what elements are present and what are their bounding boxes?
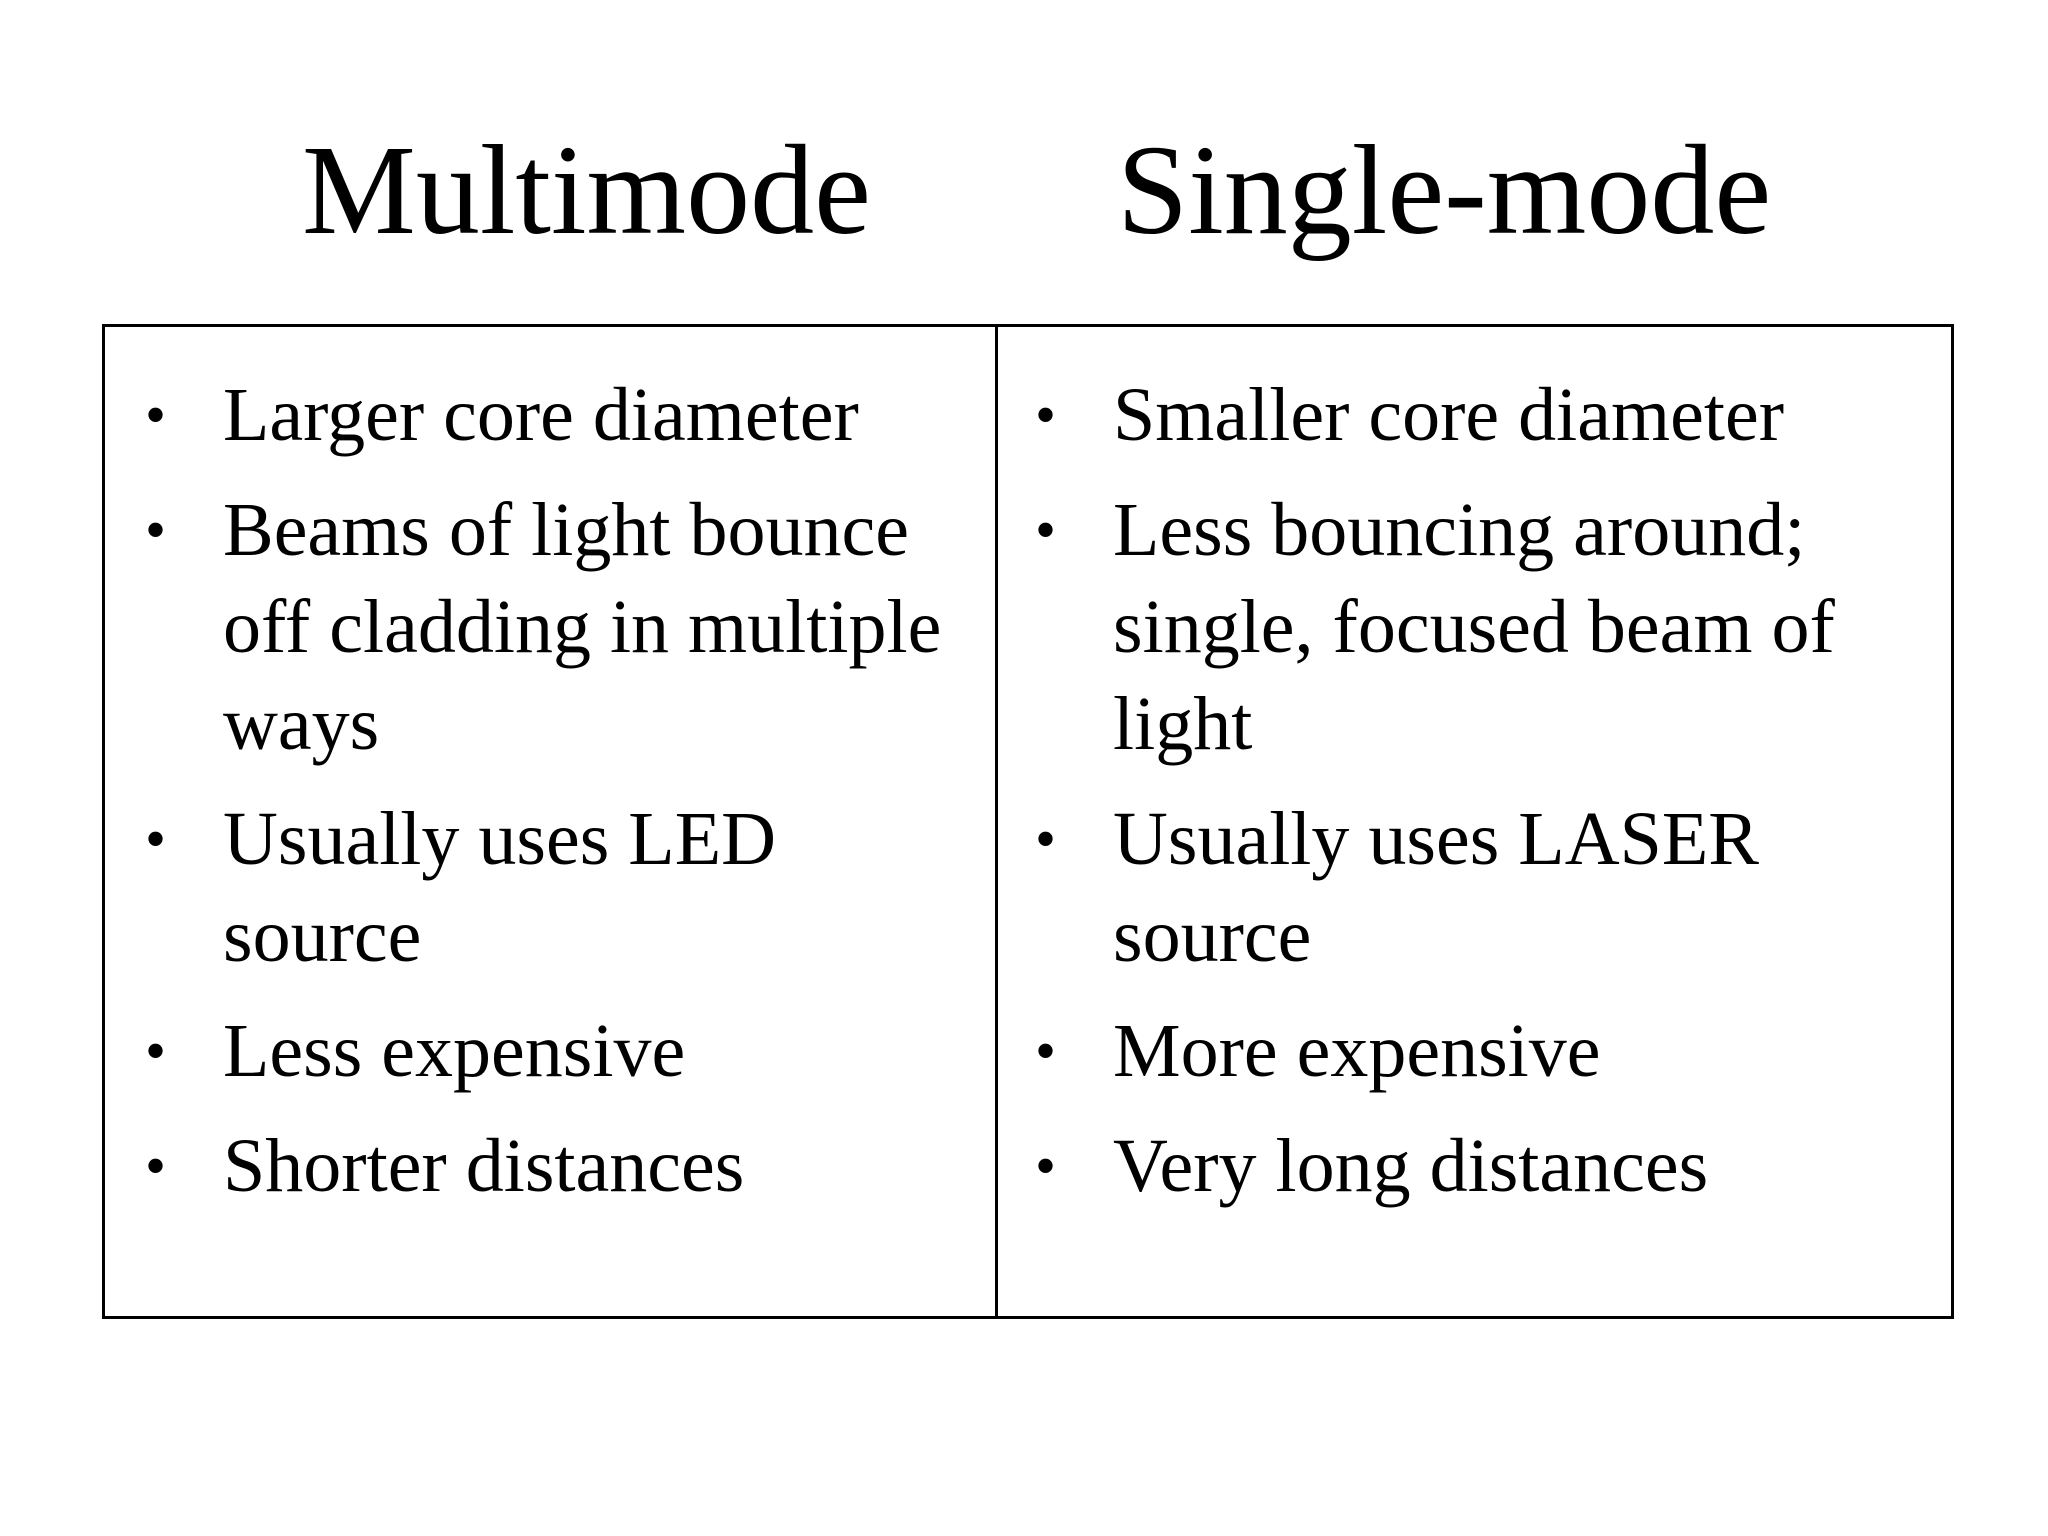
bullet-icon: •	[145, 497, 167, 563]
list-item-text: Smaller core diameter	[1113, 373, 1785, 457]
list-item: • Larger core diameter	[145, 367, 990, 464]
bullet-icon: •	[1035, 382, 1057, 448]
bullet-icon: •	[145, 806, 167, 872]
multimode-column: • Larger core diameter • Beams of light …	[145, 367, 990, 1233]
single-mode-heading: Single-mode	[1117, 119, 1772, 261]
list-item: • Very long distances	[1035, 1118, 1935, 1215]
bullet-icon: •	[1035, 806, 1057, 872]
comparison-table: • Larger core diameter • Beams of light …	[102, 324, 1954, 1319]
list-item-text: Less bouncing around; single, focused be…	[1113, 488, 1835, 766]
list-item: • Less expensive	[145, 1003, 990, 1100]
list-item-text: Usually uses LED source	[223, 797, 777, 978]
list-item-text: Larger core diameter	[223, 373, 859, 457]
list-item: • Smaller core diameter	[1035, 367, 1935, 464]
list-item-text: Very long distances	[1113, 1124, 1709, 1208]
bullet-icon: •	[1035, 497, 1057, 563]
bullet-icon: •	[1035, 1133, 1057, 1199]
multimode-list: • Larger core diameter • Beams of light …	[145, 367, 990, 1215]
bullet-icon: •	[145, 1018, 167, 1084]
single-mode-column: • Smaller core diameter • Less bouncing …	[1035, 367, 1935, 1233]
list-item-text: Usually uses LASER source	[1113, 797, 1759, 978]
bullet-icon: •	[145, 382, 167, 448]
list-item-text: Beams of light bounce off cladding in mu…	[223, 488, 942, 766]
list-item: • Shorter distances	[145, 1118, 990, 1215]
multimode-heading: Multimode	[302, 119, 871, 261]
column-divider	[995, 327, 998, 1316]
bullet-icon: •	[145, 1133, 167, 1199]
list-item: • Less bouncing around; single, focused …	[1035, 482, 1935, 773]
list-item-text: Shorter distances	[223, 1124, 745, 1208]
list-item: • More expensive	[1035, 1003, 1935, 1100]
list-item: • Usually uses LASER source	[1035, 791, 1935, 985]
bullet-icon: •	[1035, 1018, 1057, 1084]
list-item-text: More expensive	[1113, 1009, 1601, 1093]
list-item: • Usually uses LED source	[145, 791, 990, 985]
list-item: • Beams of light bounce off cladding in …	[145, 482, 990, 773]
list-item-text: Less expensive	[223, 1009, 686, 1093]
single-mode-list: • Smaller core diameter • Less bouncing …	[1035, 367, 1935, 1215]
